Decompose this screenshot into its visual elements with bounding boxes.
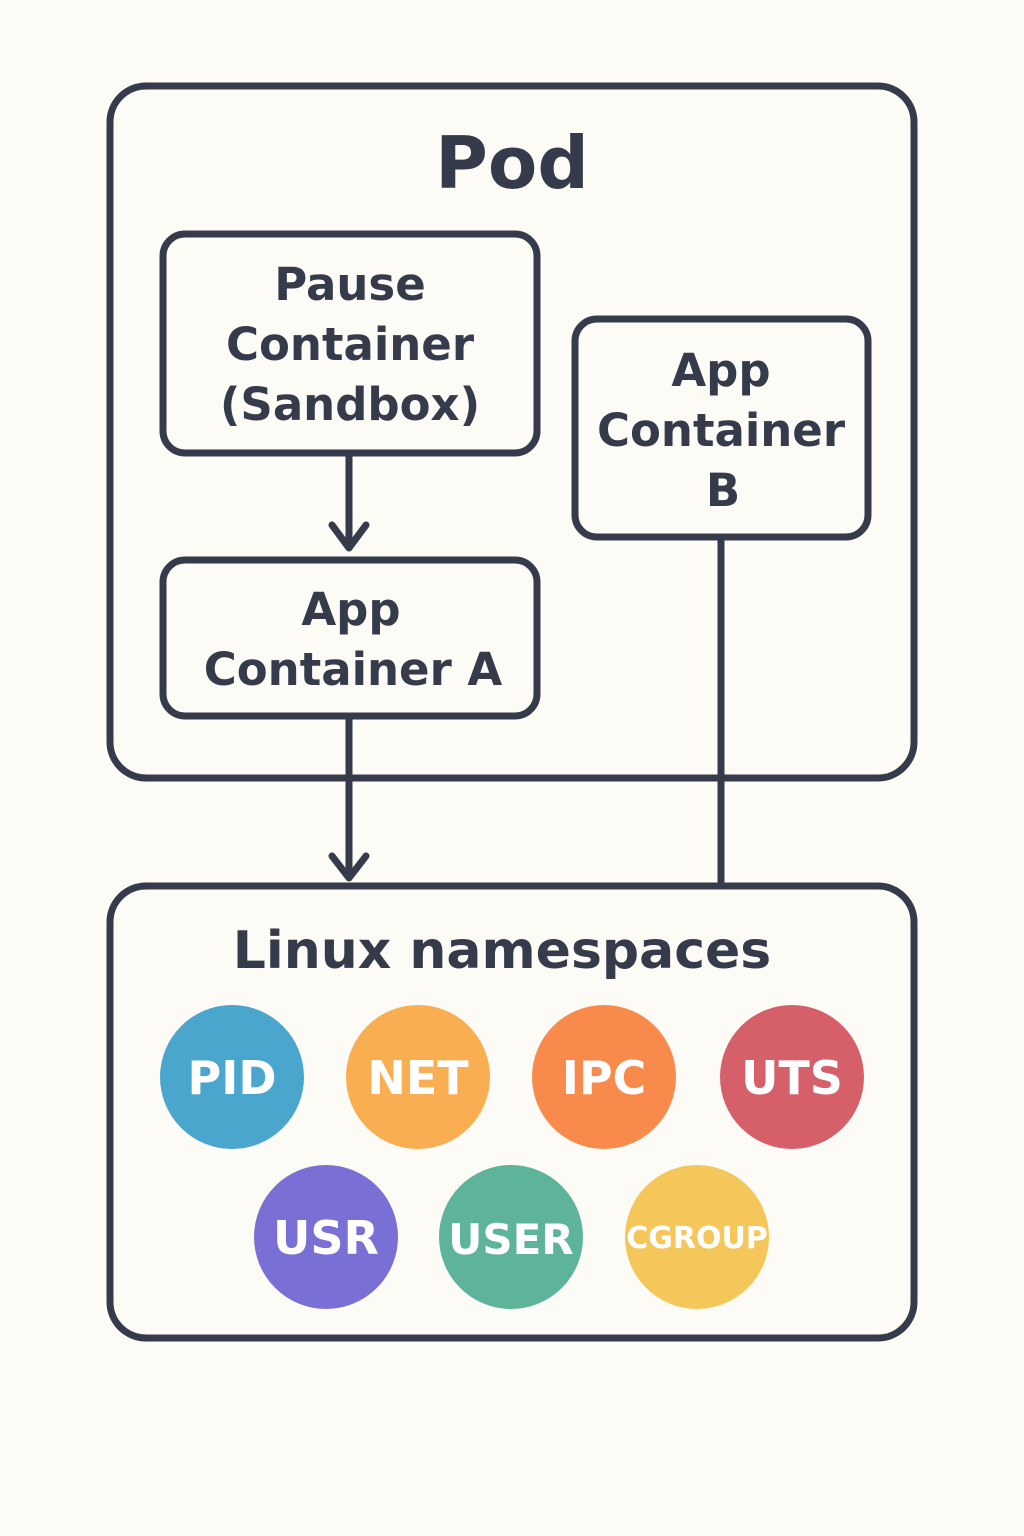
app-container-b-label-line-1: App — [671, 344, 770, 397]
namespace-chip-ipc: IPC — [532, 1005, 676, 1149]
app-container-a-box: App Container A — [159, 556, 541, 720]
namespace-chip-label: NET — [367, 1051, 469, 1105]
namespace-chip-circle — [254, 1165, 398, 1309]
namespace-chip-cgroup: CGROUP — [625, 1165, 769, 1309]
pause-to-app-a-arrowhead — [328, 521, 370, 552]
app-container-b-label-line-3: B — [706, 464, 740, 517]
pod-title: Pod — [435, 121, 589, 205]
namespace-chip-pid: PID — [160, 1005, 304, 1149]
namespace-chip-label: UTS — [741, 1051, 843, 1105]
namespace-chip-user: USER — [439, 1165, 583, 1309]
namespace-chip-label: USR — [273, 1211, 379, 1265]
namespace-chip-label: USER — [448, 1215, 573, 1264]
namespace-chip-label: PID — [187, 1051, 276, 1105]
namespace-chip-circle — [625, 1165, 769, 1309]
pause-container-label-line-1: Pause — [274, 258, 425, 311]
namespace-chip-circle — [439, 1165, 583, 1309]
namespaces-frame — [106, 882, 918, 1342]
app-container-a-label-line-1: App — [301, 583, 400, 636]
namespaces-title: Linux namespaces — [233, 921, 772, 981]
namespace-chip-net: NET — [346, 1005, 490, 1149]
namespace-chip-uts: UTS — [720, 1005, 864, 1149]
namespace-chip-label: IPC — [562, 1051, 647, 1105]
namespace-chip-circle — [720, 1005, 864, 1149]
namespace-chip-label: CGROUP — [626, 1221, 768, 1256]
app-container-b-box: App Container B — [571, 315, 872, 541]
namespace-chip-circle — [532, 1005, 676, 1149]
namespace-chip-usr: USR — [254, 1165, 398, 1309]
pause-container-label-line-3: (Sandbox) — [220, 378, 480, 431]
pause-container-box: Pause Container (Sandbox) — [159, 230, 541, 457]
pause-container-label-line-2: Container — [226, 318, 475, 371]
namespace-chip-circle — [346, 1005, 490, 1149]
namespace-chips: PID NET IPC UTS USR USER CGROUP — [160, 1005, 864, 1309]
app-a-to-namespaces-arrowhead — [328, 852, 370, 882]
pod-frame — [106, 82, 918, 782]
app-container-b-label-line-2: Container — [597, 404, 846, 457]
namespace-chip-circle — [160, 1005, 304, 1149]
app-container-a-label-line-2: Container A — [204, 643, 503, 696]
